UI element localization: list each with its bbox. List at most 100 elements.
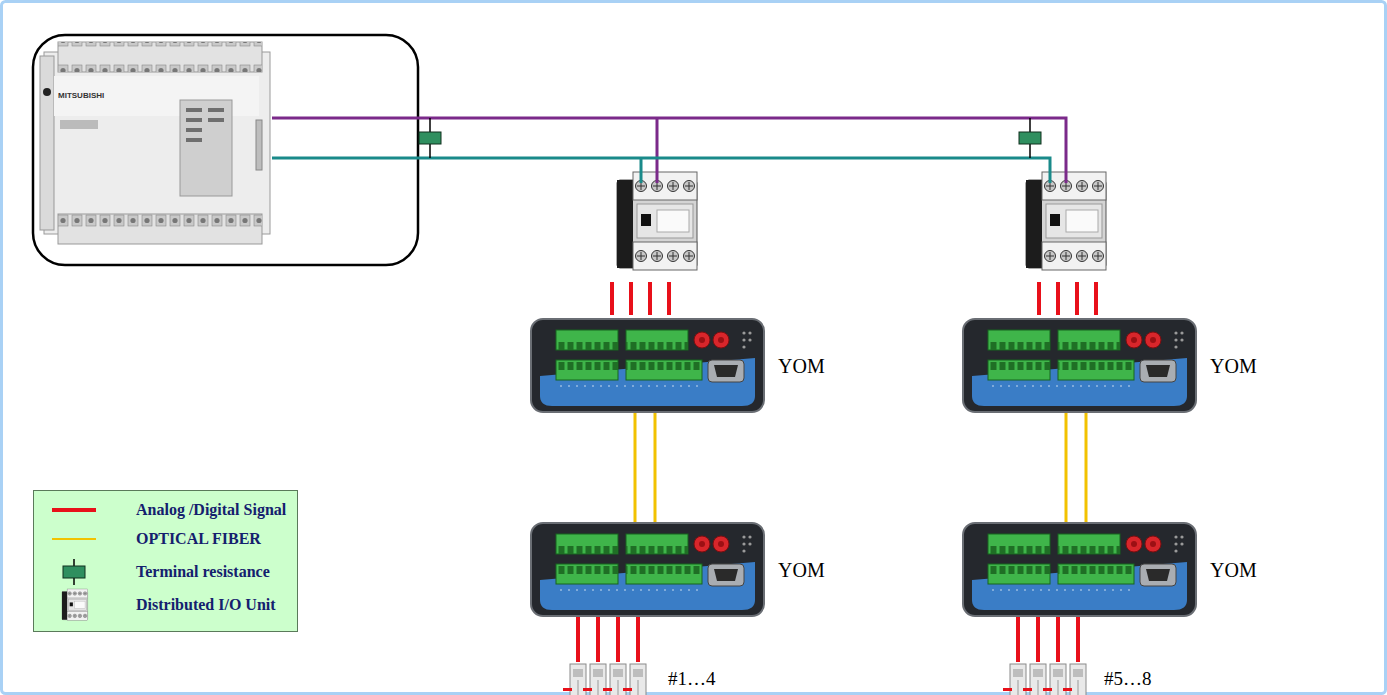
io-modules — [1063, 664, 1086, 695]
io-modules — [623, 664, 646, 695]
io-modules — [583, 664, 606, 695]
yom-converter: YOM — [962, 318, 1197, 413]
legend-sample — [52, 538, 96, 540]
group-label: #5…8 — [1104, 668, 1152, 690]
plc-illustration — [256, 120, 262, 170]
device-label: YOM — [778, 558, 825, 582]
legend-sample — [46, 554, 116, 590]
legend-text: Terminal resistance — [136, 563, 270, 580]
plc-illustration — [58, 42, 262, 72]
distributed-io-unit — [1026, 172, 1106, 270]
terminal-resistor — [419, 118, 441, 158]
plc-illustration — [58, 42, 262, 72]
label-holder: YOM — [778, 522, 825, 617]
io-modules — [1003, 664, 1026, 695]
legend-sample — [63, 566, 85, 578]
bus-wires — [272, 118, 1066, 183]
terminal-resistor — [419, 132, 441, 144]
legend-box: Analog /Digital SignalOPTICAL FIBER Termi… — [33, 490, 298, 632]
label-holder: YOM — [778, 318, 825, 413]
label-holder: Distributed I/O Unit — [136, 595, 276, 615]
yom-converter: YOM — [530, 318, 765, 413]
label-holder: #1…4 — [668, 662, 716, 695]
plc-illustration — [186, 118, 202, 122]
device-label: YOM — [1210, 558, 1257, 582]
device-label: YOM — [1210, 354, 1257, 378]
signal-wires — [578, 617, 638, 662]
legend-text: Analog /Digital Signal — [136, 501, 286, 518]
yom-device-drawing — [531, 319, 764, 412]
terminal-resistor — [1019, 118, 1041, 158]
plc-illustration — [208, 118, 224, 122]
yom-device-drawing — [963, 319, 1196, 412]
distributed-io-unit — [617, 172, 697, 270]
label-holder: YOM — [1210, 318, 1257, 413]
signal-wires — [1075, 282, 1079, 315]
legend-sample — [46, 492, 116, 528]
label-holder: OPTICAL FIBER — [136, 529, 261, 549]
legend-row: OPTICAL FIBER — [34, 521, 297, 557]
terminal-resistor — [1019, 132, 1041, 144]
bus-wires — [272, 158, 1050, 183]
label-holder: MITSUBISHI — [58, 84, 104, 102]
yom-device-drawing — [530, 522, 765, 617]
io-module-group: #5…8 — [1000, 662, 1170, 695]
plc-illustration — [60, 120, 98, 129]
legend-sample — [52, 508, 96, 512]
signal-wires — [667, 282, 671, 315]
legend-sample — [62, 589, 88, 620]
legend-row: Terminal resistance — [34, 554, 297, 590]
yom-device-drawing — [963, 523, 1196, 616]
signal-wires — [1018, 617, 1078, 662]
label-holder: #5…8 — [1104, 662, 1152, 695]
yom-converter: YOM — [530, 522, 765, 617]
legend-sample — [46, 521, 116, 557]
signal-wires — [629, 282, 633, 315]
plc-illustration — [186, 138, 202, 142]
yom-device-drawing — [531, 523, 764, 616]
plc-illustration — [180, 100, 232, 196]
plc-illustration — [40, 42, 270, 244]
yom-device-drawing — [962, 522, 1197, 617]
bus-wires — [272, 118, 1066, 183]
label-holder: Analog /Digital Signal — [136, 500, 286, 520]
legend-text: OPTICAL FIBER — [136, 530, 261, 547]
plc-illustration — [40, 56, 54, 230]
signal-wires — [1056, 282, 1060, 315]
io-modules — [1023, 664, 1046, 695]
legend-text: Distributed I/O Unit — [136, 596, 276, 613]
io-modules — [563, 664, 1086, 695]
optical-fiber — [635, 413, 655, 522]
plc-illustration — [58, 214, 262, 244]
plc-illustration — [208, 108, 224, 112]
legend-sample — [46, 587, 116, 623]
legend-row: Analog /Digital Signal — [34, 492, 297, 528]
plc-illustration — [44, 52, 270, 234]
signal-wires — [648, 282, 652, 315]
plc-frame — [33, 35, 418, 265]
signal-wires — [610, 282, 614, 315]
brand-label: MITSUBISHI — [58, 91, 104, 100]
group-label: #1…4 — [668, 668, 716, 690]
io-modules — [603, 664, 626, 695]
device-label: YOM — [778, 354, 825, 378]
label-holder: Terminal resistance — [136, 562, 270, 582]
signal-wires — [612, 282, 1096, 315]
signal-wires — [1037, 282, 1041, 315]
plc-illustration — [186, 128, 202, 132]
legend-row: Distributed I/O Unit — [34, 587, 297, 623]
plc-illustration — [186, 108, 202, 112]
yom-device-drawing — [962, 318, 1197, 413]
signal-wires — [1094, 282, 1098, 315]
plc-illustration — [43, 88, 51, 96]
optical-fiber — [1066, 413, 1086, 522]
plc-illustration — [58, 214, 262, 244]
io-modules — [1043, 664, 1066, 695]
yom-converter: YOM — [962, 522, 1197, 617]
yom-device-drawing — [530, 318, 765, 413]
io-module-group: #1…4 — [560, 662, 730, 695]
io-modules — [563, 664, 586, 695]
label-holder: YOM — [1210, 522, 1257, 617]
